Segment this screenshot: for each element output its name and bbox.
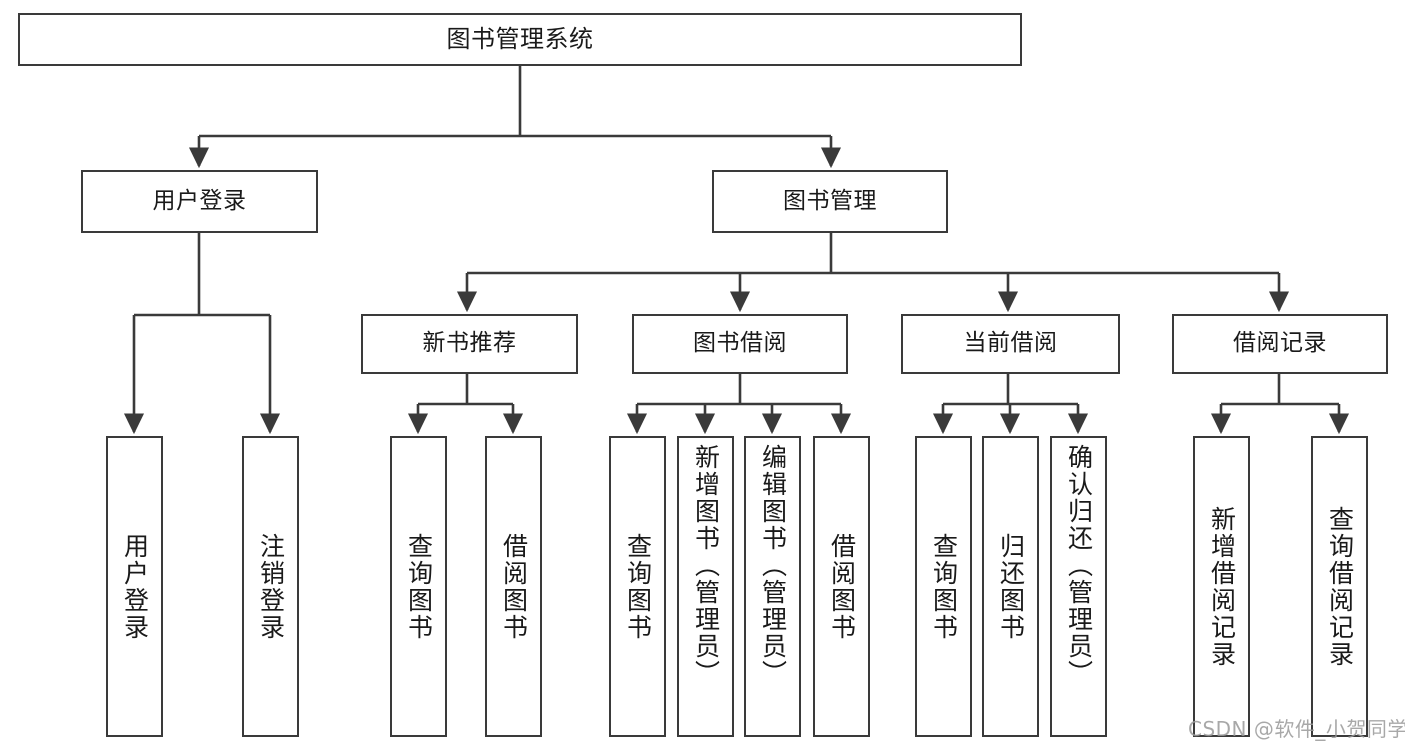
node-leaf-add-borrow-record[interactable]: 新增借阅记录 (1193, 436, 1250, 737)
node-leaf-query-book-recommend[interactable]: 查询图书 (390, 436, 447, 737)
node-book-borrow[interactable]: 图书借阅 (632, 314, 848, 374)
node-leaf-query-book-current[interactable]: 查询图书 (915, 436, 972, 737)
node-borrow-record[interactable]: 借阅记录 (1172, 314, 1388, 374)
node-leaf-borrow-book[interactable]: 借阅图书 (813, 436, 870, 737)
node-user-login[interactable]: 用户登录 (81, 170, 318, 233)
node-leaf-return-book[interactable]: 归还图书 (982, 436, 1039, 737)
node-label: 用户登录 (152, 187, 247, 214)
node-label: 新增图书（管理员） (691, 444, 721, 687)
node-current-borrow[interactable]: 当前借阅 (901, 314, 1120, 374)
node-label: 借阅图书 (499, 532, 529, 641)
node-leaf-add-book-admin[interactable]: 新增图书（管理员） (677, 436, 734, 737)
node-label: 查询借阅记录 (1325, 505, 1355, 668)
node-leaf-borrow-book-recommend[interactable]: 借阅图书 (485, 436, 542, 737)
node-label: 当前借阅 (963, 330, 1058, 357)
node-label: 注销登录 (256, 532, 286, 641)
node-new-book-recommend[interactable]: 新书推荐 (361, 314, 578, 374)
node-label: 查询图书 (929, 532, 959, 641)
node-label: 编辑图书（管理员） (758, 444, 788, 687)
node-leaf-query-borrow-record[interactable]: 查询借阅记录 (1311, 436, 1368, 737)
node-leaf-edit-book-admin[interactable]: 编辑图书（管理员） (744, 436, 801, 737)
node-label: 新增借阅记录 (1207, 505, 1237, 668)
node-label: 用户登录 (120, 532, 150, 641)
node-label: 借阅记录 (1233, 330, 1327, 357)
node-leaf-confirm-return-admin[interactable]: 确认归还（管理员） (1050, 436, 1107, 737)
node-leaf-user-login[interactable]: 用户登录 (106, 436, 163, 737)
node-label: 图书借阅 (693, 330, 787, 357)
node-label: 查询图书 (404, 532, 434, 641)
node-label: 确认归还（管理员） (1064, 444, 1094, 687)
node-leaf-query-book-borrow[interactable]: 查询图书 (609, 436, 666, 737)
node-label: 查询图书 (623, 532, 653, 641)
node-label: 图书管理 (783, 187, 877, 214)
node-label: 归还图书 (996, 532, 1026, 641)
node-label: 图书管理系统 (446, 25, 594, 54)
csdn-watermark: CSDN @软件_小贺同学 (1188, 717, 1405, 741)
node-label: 新书推荐 (422, 330, 517, 357)
node-root-book-management-system[interactable]: 图书管理系统 (18, 13, 1022, 66)
node-book-management[interactable]: 图书管理 (712, 170, 948, 233)
node-leaf-logout[interactable]: 注销登录 (242, 436, 299, 737)
node-label: 借阅图书 (827, 532, 857, 641)
